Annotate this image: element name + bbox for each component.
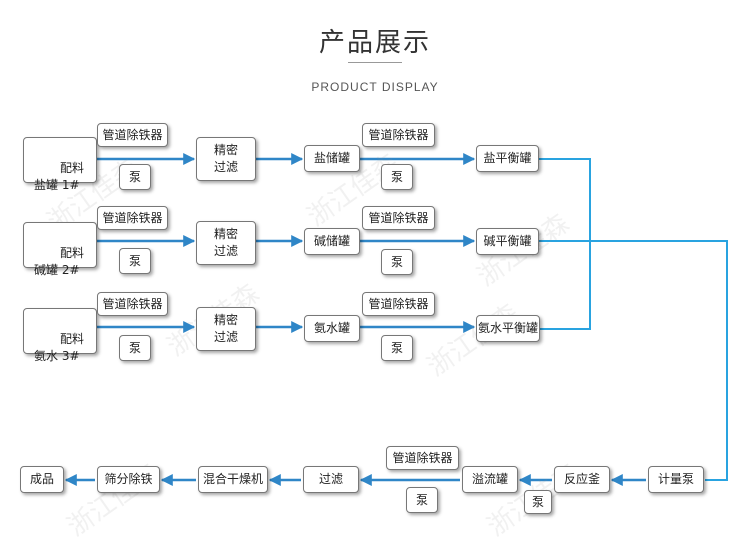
precision-filter-box: 精密 过滤	[196, 307, 256, 351]
flow-lines	[64, 153, 728, 486]
precision-filter-box: 精密 过滤	[196, 221, 256, 265]
filter-box: 过滤	[303, 466, 359, 493]
balance-tank-box: 氨水平衡罐	[476, 315, 540, 342]
product-box: 成品	[20, 466, 64, 493]
pump-box: 泵	[406, 487, 438, 513]
iron-remover-box: 管道除铁器	[97, 292, 168, 316]
pump-box: 泵	[381, 335, 413, 361]
iron-remover-box: 管道除铁器	[362, 206, 435, 230]
iron-remover-box: 管道除铁器	[97, 206, 168, 230]
iron-remover-box: 管道除铁器	[362, 123, 435, 147]
page-subtitle: PRODUCT DISPLAY	[311, 80, 439, 94]
title-divider	[348, 62, 402, 63]
pump-box: 泵	[119, 248, 151, 274]
raw-material-ammonia: 配料氨水 3#	[23, 308, 97, 363]
pump-box: 泵	[119, 335, 151, 361]
precision-filter-box: 精密 过滤	[196, 137, 256, 181]
iron-remover-box: 管道除铁器	[362, 292, 435, 316]
iron-remover-box: 管道除铁器	[386, 446, 459, 470]
storage-tank-box: 盐储罐	[304, 145, 360, 172]
balance-tank-box: 盐平衡罐	[476, 145, 539, 172]
page-title: 产品展示	[318, 28, 431, 58]
sieve-iron-remover-box: 筛分除铁	[97, 466, 160, 493]
balance-tank-box: 碱平衡罐	[476, 228, 539, 255]
overflow-tank-box: 溢流罐	[462, 466, 518, 493]
storage-tank-box: 氨水罐	[304, 315, 360, 342]
pump-box: 泵	[381, 164, 413, 190]
metering-pump-box: 计量泵	[648, 466, 704, 493]
storage-tank-box: 碱储罐	[304, 228, 360, 255]
pump-box: 泵	[381, 249, 413, 275]
reactor-box: 反应釜	[554, 466, 610, 493]
mixer-dryer-box: 混合干燥机	[198, 466, 268, 493]
pump-box: 泵	[119, 164, 151, 190]
pump-box: 泵	[524, 490, 552, 514]
connector-line	[538, 158, 728, 481]
iron-remover-box: 管道除铁器	[97, 123, 168, 147]
raw-material-salt: 配料盐罐 1#	[23, 137, 97, 192]
raw-material-alkali: 配料碱罐 2#	[23, 222, 97, 277]
